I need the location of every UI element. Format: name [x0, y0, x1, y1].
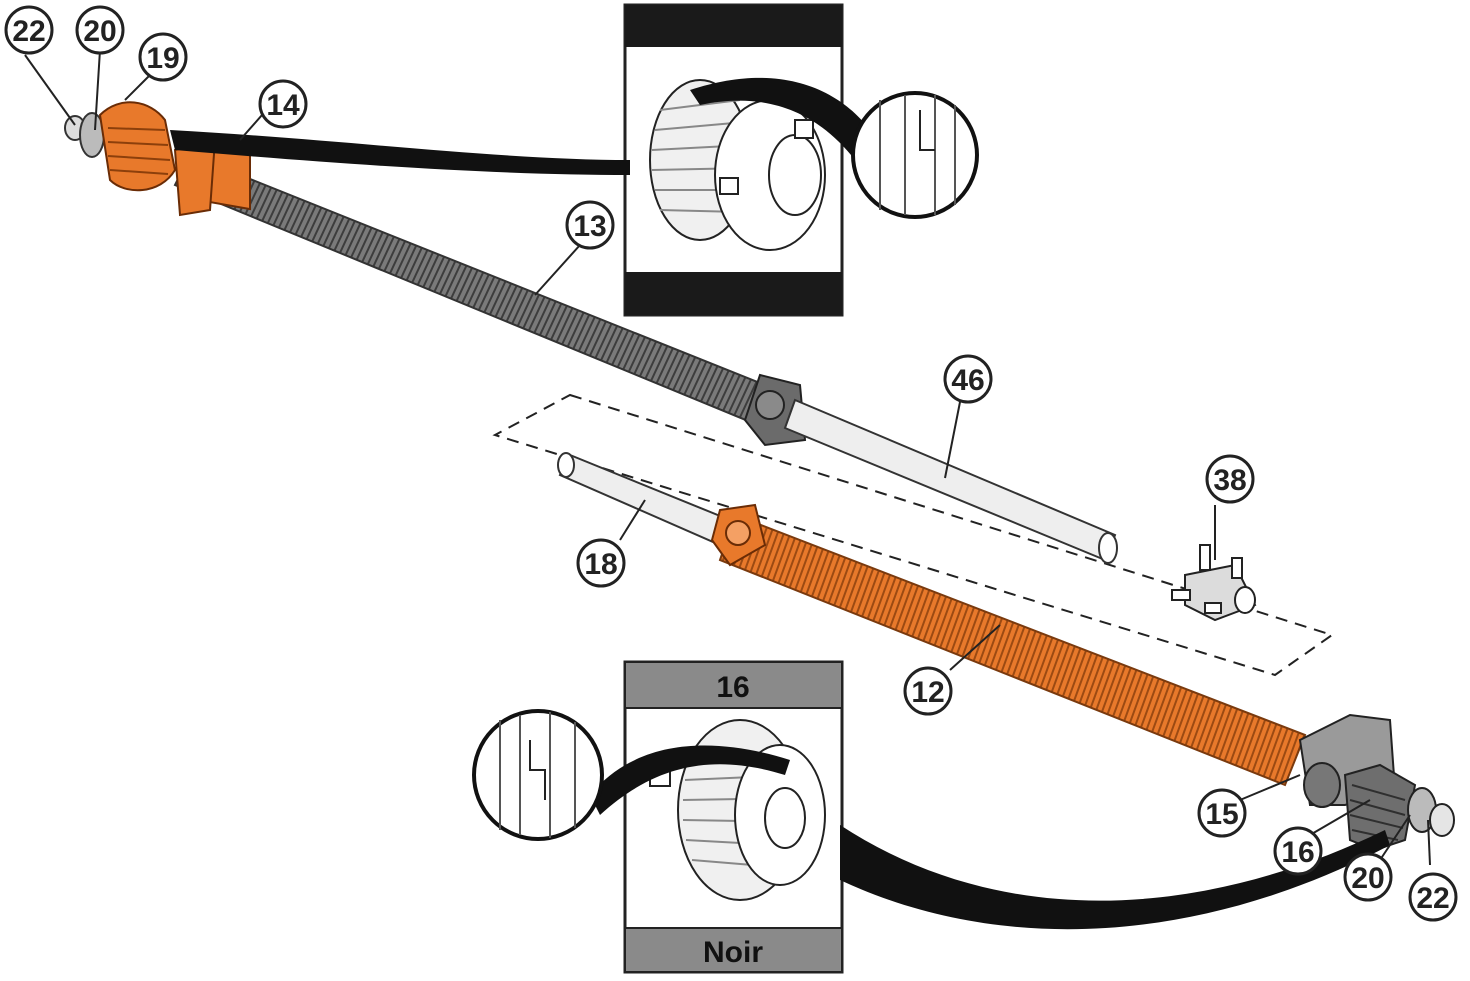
- callout-22-right: 22: [1408, 872, 1458, 922]
- magnifier-bottom: [472, 709, 604, 841]
- callout-22-right-label: 22: [1416, 882, 1449, 915]
- callout-20-left-label: 20: [83, 15, 116, 48]
- callout-20-right: 20: [1343, 852, 1393, 902]
- callout-38-label: 38: [1213, 464, 1246, 497]
- callout-46-label: 46: [951, 364, 984, 397]
- callout-16: 16: [1273, 826, 1323, 876]
- callout-22-left: 22: [4, 5, 54, 55]
- right-hardware: [1298, 713, 1455, 852]
- callout-14: 14: [258, 79, 308, 129]
- exploded-outline: [492, 393, 1335, 677]
- callout-18: 18: [576, 538, 626, 588]
- callout-22-left-label: 22: [12, 15, 45, 48]
- callout-14-label: 14: [266, 89, 300, 122]
- callout-15-label: 15: [1205, 798, 1238, 831]
- callout-13-label: 13: [573, 210, 606, 243]
- detail-box-top: [623, 3, 844, 317]
- detail-box-bottom: [623, 660, 844, 974]
- band-bottom-right: [840, 825, 1390, 930]
- callout-19-label: 19: [146, 42, 179, 75]
- detail-box-bottom-footer: Noir: [703, 936, 763, 969]
- callout-19: 19: [138, 32, 188, 82]
- callout-46: 46: [943, 354, 993, 404]
- band-bottom: [590, 745, 790, 815]
- orange-spring: [710, 503, 1307, 787]
- callout-20-left: 20: [75, 5, 125, 55]
- callout-20-right-label: 20: [1351, 862, 1384, 895]
- leader-lines: [24, 49, 1431, 866]
- callout-16-label: 16: [1281, 836, 1314, 869]
- callout-12: 12: [903, 666, 953, 716]
- part-38: [1171, 544, 1257, 622]
- band-top: [690, 77, 870, 160]
- callout-18-label: 18: [584, 548, 617, 581]
- left-hardware: [64, 101, 251, 217]
- callout-12-label: 12: [911, 676, 944, 709]
- callout-15: 15: [1197, 788, 1247, 838]
- callout-38: 38: [1205, 454, 1255, 504]
- callout-13: 13: [565, 200, 615, 250]
- magnifier-top: [851, 91, 979, 219]
- shaft-46: [783, 398, 1118, 564]
- band-top-left: [170, 130, 630, 175]
- detail-box-bottom-header: 16: [716, 671, 749, 704]
